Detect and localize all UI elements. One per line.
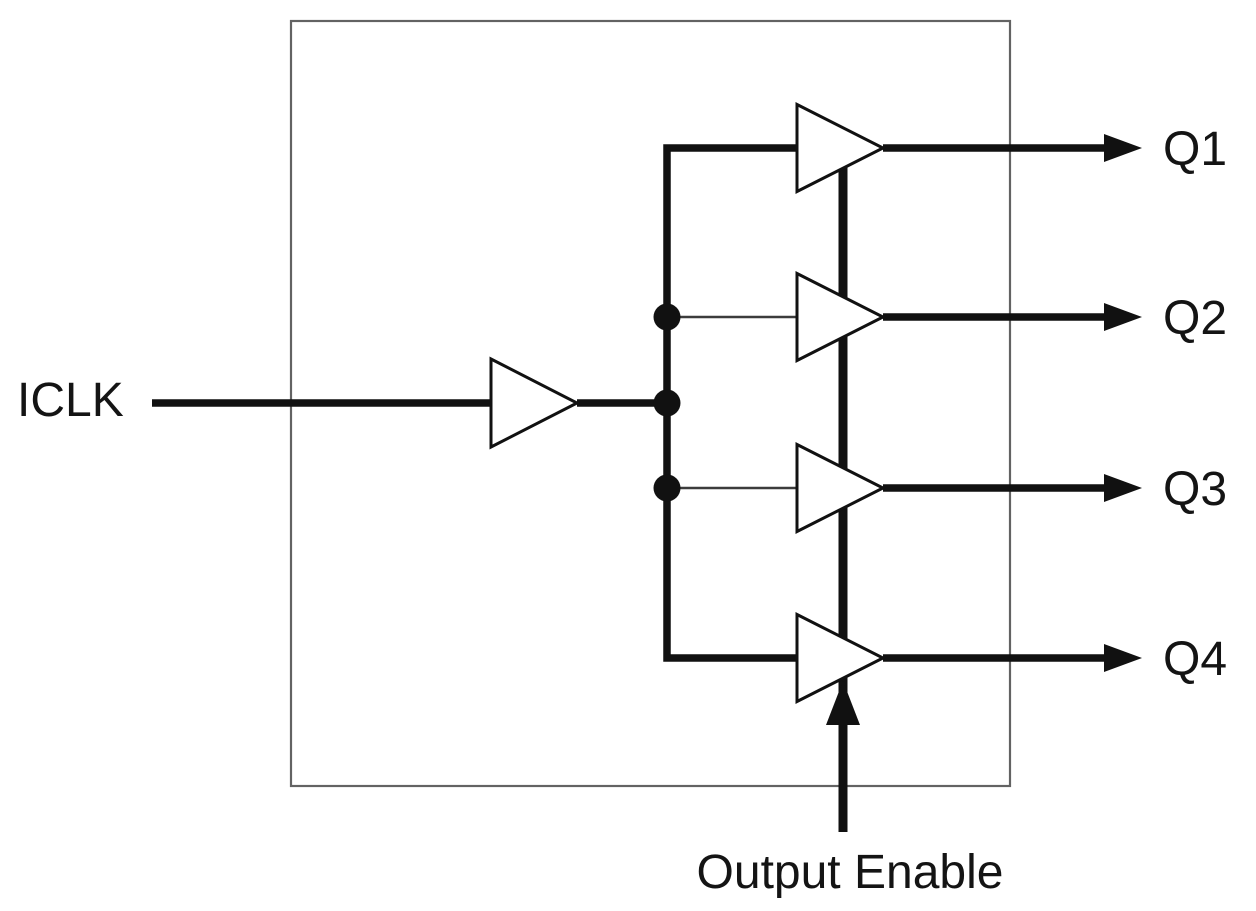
q3-label: Q3	[1163, 463, 1227, 516]
input-buffer-icon	[489, 356, 581, 450]
junction-dot-input	[653, 389, 681, 417]
junction-dot-q2	[653, 303, 681, 331]
q4-arrowhead-icon	[1104, 644, 1142, 672]
output-buffer-q2-icon	[795, 271, 887, 363]
output-buffer-q1-icon	[795, 102, 887, 194]
q1-arrowhead-icon	[1104, 134, 1142, 162]
q4-label: Q4	[1163, 633, 1227, 686]
output-buffer-q4-icon	[795, 612, 887, 704]
output-buffer-q3-icon	[795, 442, 887, 534]
q2-label: Q2	[1163, 292, 1227, 345]
output-enable-arrowhead-icon	[826, 681, 860, 725]
iclk-label: ICLK	[17, 374, 124, 427]
q2-arrowhead-icon	[1104, 303, 1142, 331]
junction-dot-q3	[653, 474, 681, 502]
clock-distribution-bus	[663, 144, 797, 662]
q1-label: Q1	[1163, 123, 1227, 176]
q3-arrowhead-icon	[1104, 474, 1142, 502]
output-enable-label: Output Enable	[697, 846, 1004, 899]
